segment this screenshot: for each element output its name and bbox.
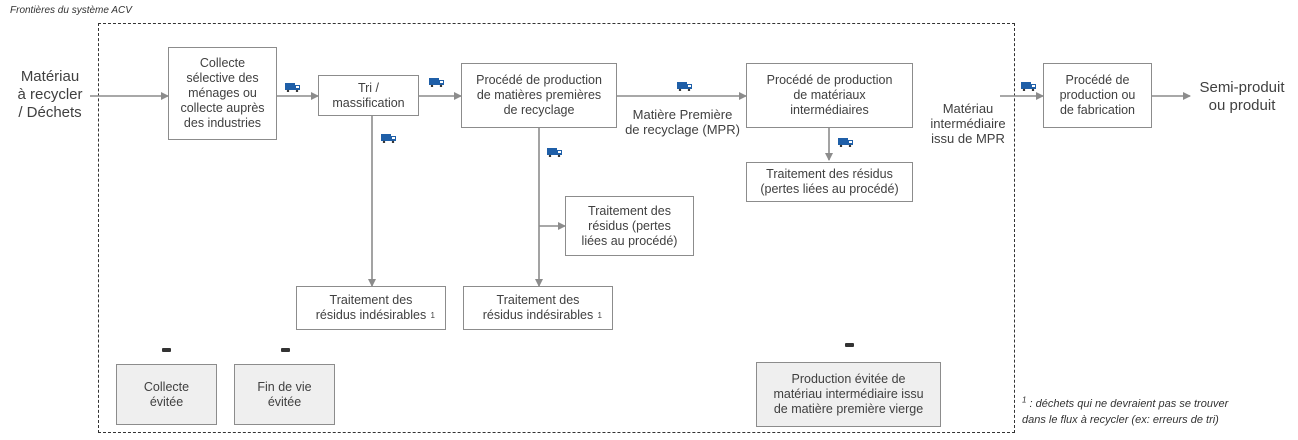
- footnote-line-1: : déchets qui ne devraient pas se trouve…: [1026, 398, 1229, 410]
- box-traitement-indesirables-1: Traitement des résidus indésirables 1: [296, 286, 446, 330]
- minus-sign-icon: [845, 343, 854, 347]
- box-traitement-indesirables-1-label: Traitement des résidus indésirables: [315, 293, 427, 322]
- system-boundary-label: Frontières du système ACV: [10, 5, 132, 16]
- minus-sign-icon: [162, 348, 171, 352]
- box-tri: Tri / massification: [318, 75, 419, 116]
- box-procede-mpr: Procédé de production de matières premiè…: [461, 63, 617, 128]
- minus-sign-icon: [281, 348, 290, 352]
- truck-icon: [677, 82, 692, 91]
- flow-label-materiau-intermediaire: Matériau intermédiaire issu de MPR: [930, 101, 1006, 146]
- truck-icon: [285, 83, 300, 92]
- footnote: 1 : déchets qui ne devraient pas se trou…: [1022, 396, 1292, 428]
- truck-icon: [1021, 82, 1036, 91]
- box-collecte: Collecte sélective des ménages ou collec…: [168, 47, 277, 140]
- box-traitement-pertes-intermediaire: Traitement des résidus (pertes liées au …: [746, 162, 913, 202]
- box-traitement-pertes-mpr: Traitement des résidus (pertes liées au …: [565, 196, 694, 256]
- truck-icon: [838, 138, 853, 147]
- truck-icon: [547, 148, 562, 157]
- input-label: Matériau à recycler / Déchets: [17, 68, 83, 121]
- footnote-line-2: dans le flux à recycler (ex: erreurs de …: [1022, 414, 1219, 426]
- truck-icon: [429, 78, 444, 87]
- box-procede-intermediaire: Procédé de production de matériaux inter…: [746, 63, 913, 128]
- output-label: Semi-produit ou produit: [1199, 79, 1285, 114]
- box-traitement-indesirables-2: Traitement des résidus indésirables 1: [463, 286, 613, 330]
- box-collecte-evitee: Collecte évitée: [116, 364, 217, 425]
- system-boundary: [98, 23, 1015, 433]
- box-fin-de-vie-evitee: Fin de vie évitée: [234, 364, 335, 425]
- box-traitement-indesirables-2-label: Traitement des résidus indésirables: [482, 293, 594, 322]
- box-procede-fabrication: Procédé de production ou de fabrication: [1043, 63, 1152, 128]
- truck-icon: [381, 134, 396, 143]
- flow-label-mpr: Matière Première de recyclage (MPR): [625, 107, 740, 137]
- footnote-marker: 1: [1022, 395, 1027, 405]
- box-production-evitee: Production évitée de matériau intermédia…: [756, 362, 941, 427]
